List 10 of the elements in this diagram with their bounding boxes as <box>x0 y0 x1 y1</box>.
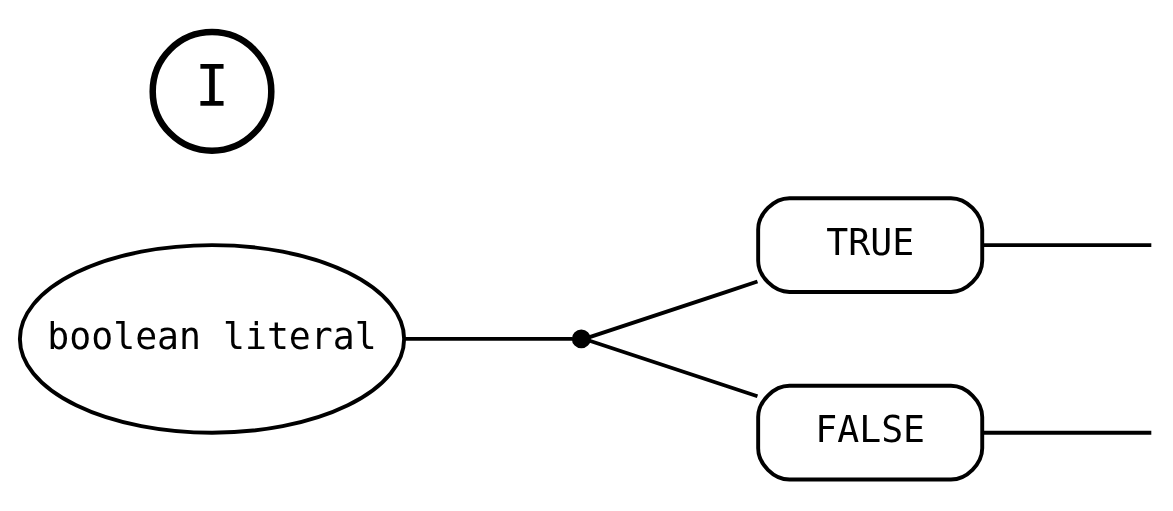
connector <box>588 279 759 339</box>
connector <box>983 430 1152 435</box>
connector <box>588 338 759 398</box>
connector <box>983 242 1152 247</box>
connector <box>405 336 573 341</box>
node-box: TRUE <box>756 195 985 294</box>
node-circle: I <box>149 28 275 154</box>
node-circle <box>571 328 591 348</box>
node-ellipse: boolean literal <box>17 242 407 435</box>
node-box: FALSE <box>756 383 985 482</box>
